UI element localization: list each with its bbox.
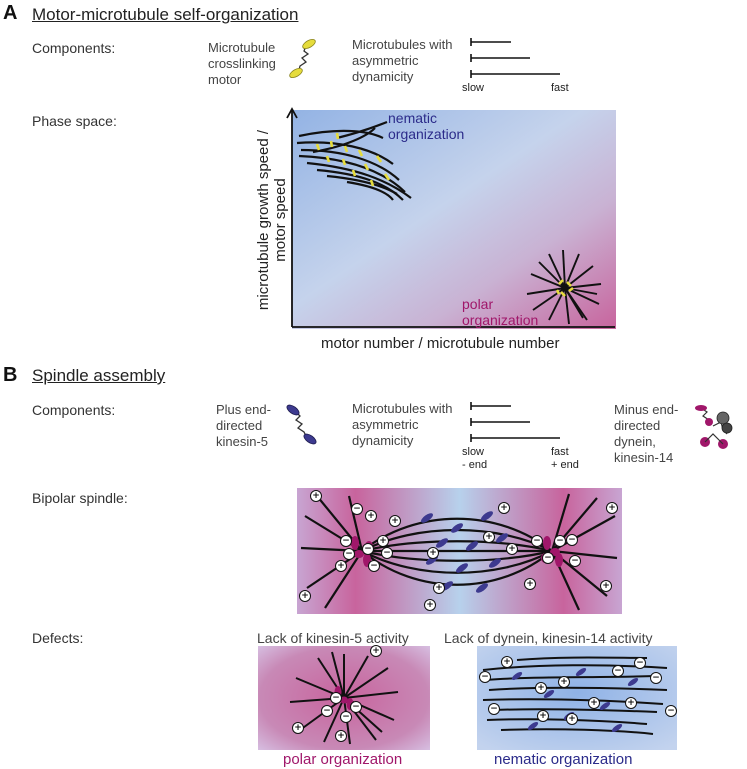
plus-end-marker: + [370,645,382,657]
plus-end-marker: + [606,502,618,514]
plus-end-marker: + [335,730,347,742]
plus-end-marker: + [625,697,637,709]
microtubules-label-a: Microtubules with asymmetric dynamicity [352,37,453,84]
plus-end-marker: + [292,722,304,734]
plus-end-marker: + [506,543,518,555]
fast-label-a: fast [551,82,569,94]
dynein-kinesin14-icon [695,405,733,449]
panel-a-title: Motor-microtubule self-organization [32,5,299,24]
fast-plus-label: fast + end [551,446,579,471]
plus-end-marker: + [299,590,311,602]
microtubule-dynamicity-lines-a [470,38,560,78]
minus-end-marker: − [340,711,352,723]
microtubules-label-b: Microtubules with asymmetric dynamicity [352,401,453,448]
minus-end-marker: − [381,547,393,559]
minus-end-marker: − [634,657,646,669]
defect2-bundle [482,656,668,735]
minus-end-marker: − [569,555,581,567]
components-label-b: Components: [32,402,116,418]
minus-end-marker: − [488,703,500,715]
minus-end-marker: − [612,665,624,677]
plus-end-marker: + [524,578,536,590]
minus-end-marker: − [362,543,374,555]
defects-label: Defects: [32,630,84,646]
minus-end-marker: − [330,692,342,704]
dynein-kinesin14-label: Minus end-directed dynein, kinesin-14 [614,402,679,465]
kinesin5-icon [286,404,317,445]
nematic-label-a: nematic organization [388,110,465,142]
plus-end-marker: + [483,531,495,543]
minus-end-marker: − [650,672,662,684]
minus-end-marker: − [343,548,355,560]
plus-end-marker: + [427,547,439,559]
minus-end-marker: − [321,705,333,717]
defect2-nematic-diagram [477,646,677,750]
nematic-crosslinkers [315,132,391,187]
panel-b-letter: B [3,364,18,386]
plus-end-marker: + [377,535,389,547]
plus-end-marker: + [600,580,612,592]
plus-end-marker: + [310,490,322,502]
defect1-caption: polar organization [283,751,403,768]
defect1-title: Lack of kinesin-5 activity [257,630,409,646]
plus-end-marker: + [501,656,513,668]
minus-end-marker: − [542,552,554,564]
defect1-polar-diagram [258,646,430,750]
plus-end-marker: + [389,515,401,527]
phase-space-diagram [286,107,616,329]
plus-end-marker: + [335,560,347,572]
phase-space-label: Phase space: [32,113,117,129]
components-label-a: Components: [32,40,116,56]
minus-end-marker: − [531,535,543,547]
polar-label-a: polar organization [462,296,539,328]
panel-a-letter: A [3,2,18,24]
microtubule-dynamicity-lines-b [470,402,560,442]
plus-end-marker: + [588,697,600,709]
minus-end-marker: − [554,535,566,547]
slow-label-a: slow [462,82,485,94]
minus-end-marker: − [479,671,491,683]
plus-end-marker: + [433,582,445,594]
y-axis-label: microtubule growth speed / motor speed [255,129,289,311]
minus-end-marker: − [350,701,362,713]
plus-end-marker: + [566,713,578,725]
plus-end-marker: + [365,510,377,522]
defect2-title: Lack of dynein, kinesin-14 activity [444,630,653,646]
plus-end-marker: + [537,710,549,722]
plus-end-marker: + [535,682,547,694]
x-axis-label: motor number / microtubule number [321,335,560,352]
slow-minus-label: slow - end [462,446,488,471]
minus-end-marker: − [665,705,677,717]
crosslinking-motor-icon [289,38,316,79]
kinesin5-label: Plus end-directed kinesin-5 [216,402,271,449]
crosslinking-motor-label: Microtubule crosslinking motor [208,40,276,87]
spindle-kinesin5 [421,511,508,593]
nematic-bundle [296,120,412,201]
minus-end-marker: − [368,560,380,572]
minus-end-marker: − [566,534,578,546]
plus-end-marker: + [498,502,510,514]
defect2-caption: nematic organization [494,751,633,768]
minus-end-marker: − [340,535,352,547]
plus-end-marker: + [424,599,436,611]
plus-end-marker: + [558,676,570,688]
bipolar-spindle-label: Bipolar spindle: [32,490,128,506]
panel-b-title: Spindle assembly [32,366,166,385]
minus-end-marker: − [351,503,363,515]
